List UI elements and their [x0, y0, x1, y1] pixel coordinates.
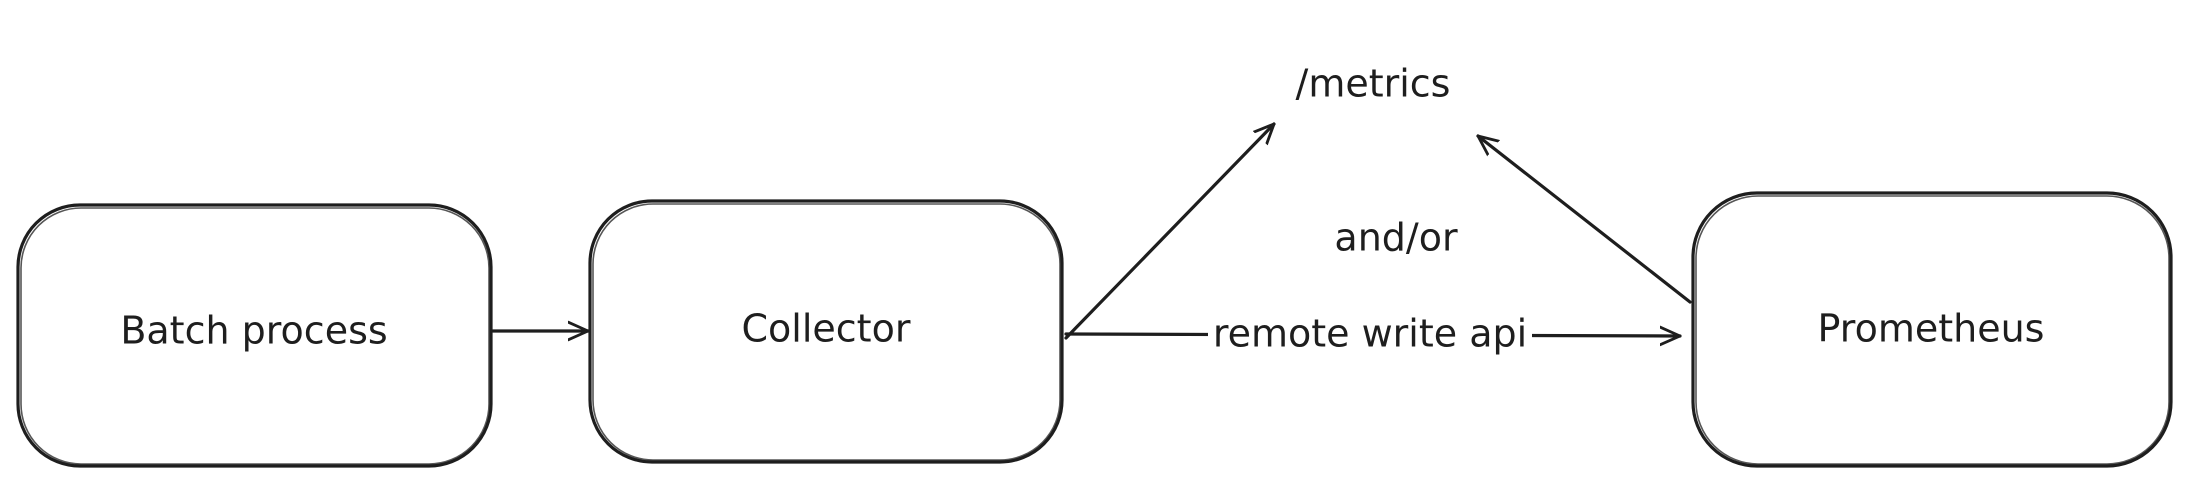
- node-prometheus-outline: [1695, 195, 2170, 465]
- node-collector-box: [588, 199, 1064, 464]
- node-prometheus-label: Prometheus: [1818, 307, 2045, 351]
- node-prometheus-box: [1691, 191, 2173, 468]
- edge-remote-write-label-bg: [1208, 310, 1532, 362]
- node-batch-process[interactable]: Batch process: [16, 203, 493, 468]
- label-and-or: and/or: [1334, 216, 1458, 260]
- node-collector-outline: [592, 203, 1061, 461]
- node-collector-label: Collector: [742, 307, 911, 351]
- node-prometheus[interactable]: Prometheus: [1691, 191, 2173, 468]
- node-batch-process-outline: [20, 207, 490, 465]
- node-batch-process-box: [16, 203, 493, 468]
- node-batch-process-label: Batch process: [120, 309, 387, 353]
- edge-collector-to-prometheus[interactable]: remote write api: [1064, 310, 1682, 362]
- edge-prometheus-to-metrics[interactable]: [1476, 134, 1692, 304]
- edge-remote-write-label: remote write api: [1213, 312, 1527, 356]
- edge-collector-to-metrics[interactable]: [1064, 122, 1276, 340]
- label-metrics: /metrics: [1296, 62, 1451, 106]
- node-collector[interactable]: Collector: [588, 199, 1064, 464]
